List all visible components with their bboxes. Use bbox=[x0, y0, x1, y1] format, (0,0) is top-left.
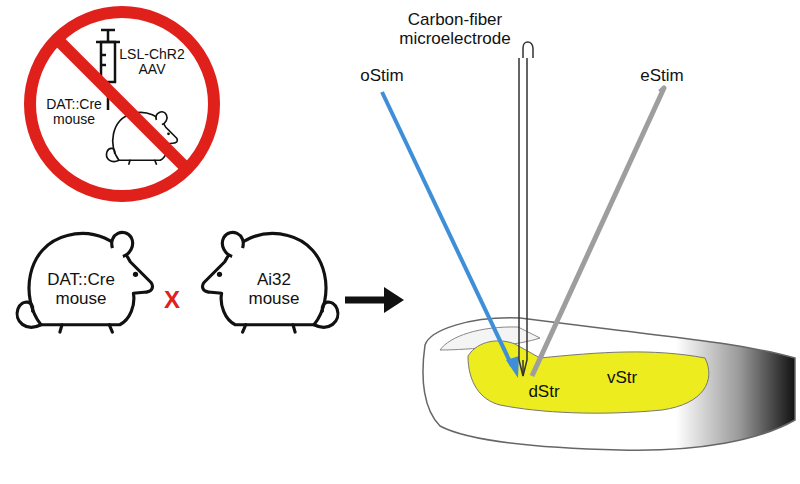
stim-label: oStim bbox=[360, 67, 403, 86]
electrode-label: Carbon-fiber microelectrode bbox=[390, 11, 520, 48]
region-label: dStr bbox=[528, 383, 559, 402]
stim-electrode bbox=[532, 88, 664, 376]
mouse-icon bbox=[203, 232, 338, 332]
mouse-label: Ai32 mouse bbox=[233, 271, 315, 308]
stim-label: eStim bbox=[640, 67, 683, 86]
carbon-fiber-microelectrode bbox=[519, 42, 533, 376]
brain-slice bbox=[423, 318, 795, 450]
optical-fiber bbox=[382, 92, 519, 378]
result-arrow bbox=[345, 287, 404, 313]
mouse-label: DAT::Cre mouse bbox=[40, 271, 122, 308]
cross-symbol: X bbox=[164, 287, 180, 313]
prohibition-sign bbox=[30, 12, 214, 196]
mouse-icon bbox=[17, 232, 152, 332]
vector-label: LSL-ChR2 AAV bbox=[116, 47, 188, 78]
region-label: vStr bbox=[607, 369, 637, 388]
mouse-label: DAT::Cre mouse bbox=[38, 97, 110, 128]
